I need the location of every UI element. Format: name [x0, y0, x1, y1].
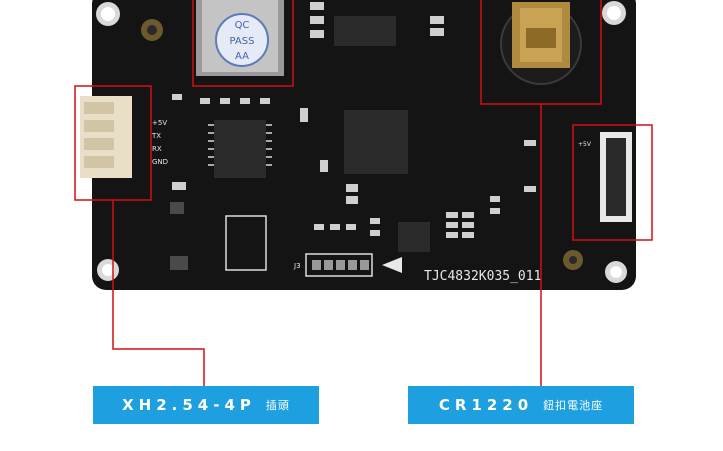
xh-connector [80, 96, 132, 178]
board-model-label: TJC4832K035_011 [424, 269, 541, 284]
qc-sticker-line-2: PASS [230, 36, 255, 47]
ic-pins [208, 124, 272, 166]
callout-xh-desc: 插頭 [265, 399, 290, 412]
pin-header [305, 253, 402, 277]
ic-chips [214, 16, 430, 271]
sd-card-slot [196, 0, 284, 76]
callout-leaders [112, 104, 542, 386]
smd-components [170, 2, 536, 270]
pin-label-gnd: GND [152, 158, 168, 166]
jumper-label: J3 [293, 262, 301, 270]
pin-label-5v: +5V [152, 119, 167, 127]
pin-label-tx: TX [151, 132, 161, 140]
qc-sticker-line-1: QC [235, 20, 250, 31]
callout-cr1220-code: CR1220 [438, 396, 534, 414]
callout-xh-code: XH2.54-4P [122, 396, 256, 414]
callout-xh-connector: XH2.54-4P 插頭 [93, 386, 319, 424]
mounting-holes [96, 1, 627, 283]
j2-pin-label-5v: +5V [578, 141, 592, 148]
callout-cr1220-desc: 鈕扣電池座 [543, 399, 604, 412]
qc-sticker-line-3: AA [235, 51, 249, 62]
callout-cr1220-holder: CR1220 鈕扣電池座 [408, 386, 634, 424]
coin-cell-holder [500, 2, 582, 85]
fpc-connector [600, 132, 632, 222]
pin-label-rx: RX [152, 145, 162, 153]
